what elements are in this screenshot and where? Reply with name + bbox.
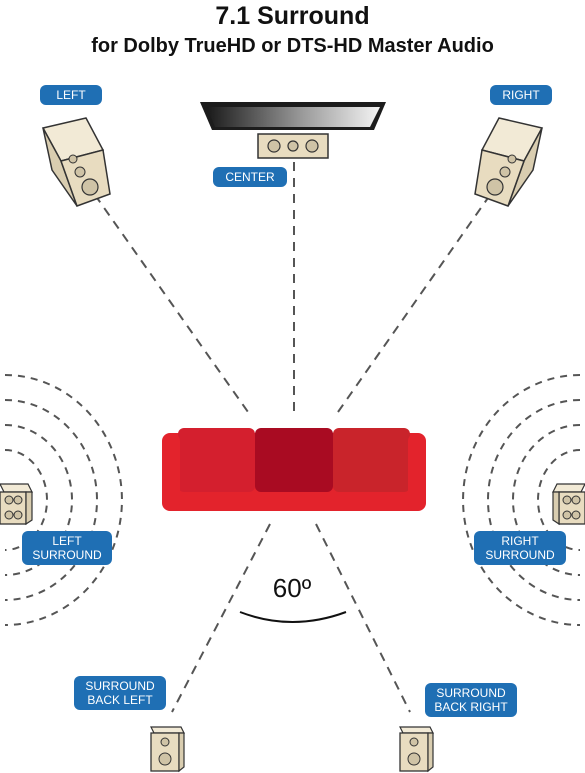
diagram-title: 7.1 Surround xyxy=(215,2,370,30)
speaker-icon xyxy=(552,483,585,526)
label-right-surround: RIGHT SURROUND xyxy=(474,531,566,565)
label-left-surround: LEFT SURROUND xyxy=(22,531,112,565)
line-back-left xyxy=(171,523,271,713)
speaker-icon xyxy=(0,483,33,526)
tv-icon xyxy=(200,102,386,130)
label-surround-back-right: SURROUND BACK RIGHT xyxy=(425,683,517,717)
sofa-icon xyxy=(162,428,426,511)
label-right: RIGHT xyxy=(490,85,552,105)
line-back-right xyxy=(315,523,411,713)
speaker-icon xyxy=(150,726,185,773)
diagram-subtitle: for Dolby TrueHD or DTS-HD Master Audio xyxy=(91,35,494,57)
angle-arc xyxy=(239,611,347,623)
speaker-icon xyxy=(257,133,329,159)
label-left: LEFT xyxy=(40,85,102,105)
left-surround-waves xyxy=(4,374,123,626)
angle-label: 60º xyxy=(272,573,312,603)
right-surround-waves xyxy=(462,374,581,626)
speaker-icon xyxy=(41,117,111,207)
speaker-icon xyxy=(474,117,544,207)
line-left xyxy=(94,194,249,413)
speaker-icon xyxy=(399,726,434,773)
label-center: CENTER xyxy=(213,167,287,187)
line-right xyxy=(337,194,491,413)
label-surround-back-left: SURROUND BACK LEFT xyxy=(74,676,166,710)
listening-lines xyxy=(94,162,491,713)
